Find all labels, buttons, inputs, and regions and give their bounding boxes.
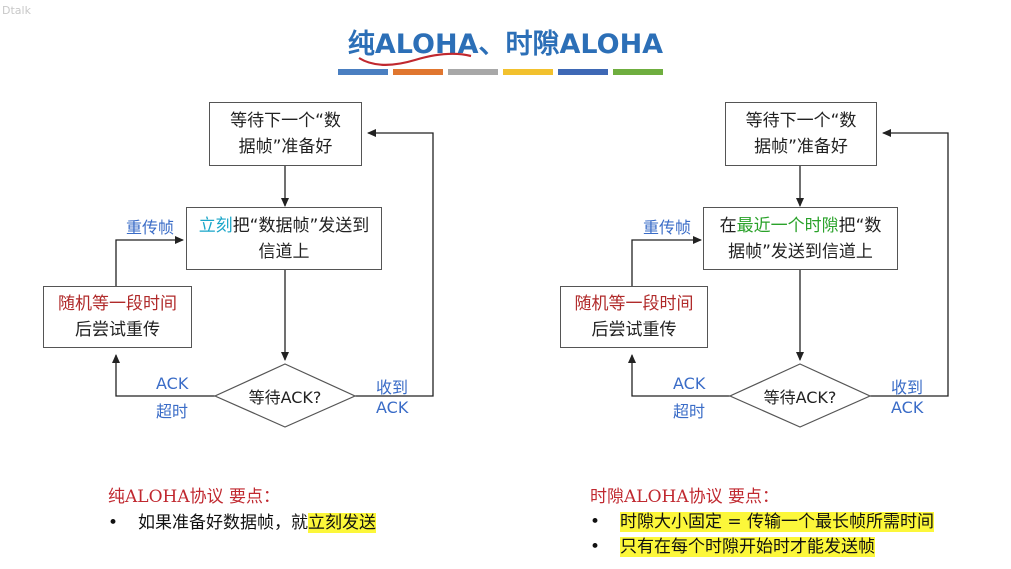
left-notes-title: 纯ALOHA协议 要点： (108, 487, 281, 507)
right-send-highlight: 最近一个时隙 (736, 215, 839, 236)
left-diamond-shape (213, 363, 357, 428)
left-random-line2: 后尝试重传 (75, 320, 160, 340)
watermark: Dtalk (2, 4, 31, 17)
left-ack-timeout-line2: 超时 (156, 402, 189, 421)
color-bar-blue (338, 69, 388, 75)
right-random-line1: 随机等一段时间 (574, 294, 694, 314)
left-ack-received-line2: ACK (376, 398, 409, 417)
right-send-prefix: 在 (719, 215, 737, 236)
bullet: • (590, 537, 601, 557)
left-notes-item1-text: 如果准备好数据帧，就 (138, 513, 308, 533)
left-ack-timeout-line1: ACK (156, 374, 189, 393)
color-bar-green (613, 69, 663, 75)
right-ack-received-line1: 收到 (891, 378, 924, 397)
right-diamond-shape (728, 363, 872, 428)
color-bar-gray (448, 69, 498, 75)
bullet: • (590, 512, 601, 532)
right-notes-item2-text: 只有在每个时隙开始时才能发送帧 (620, 537, 875, 557)
right-wait-frame-box: 等待下一个“数 据帧”准备好 (725, 102, 877, 166)
title-separator: 、 (478, 29, 506, 60)
left-send-highlight: 立刻 (198, 215, 233, 236)
right-ack-timeout-line2: 超时 (673, 402, 706, 421)
right-random-box: 随机等一段时间 后尝试重传 (560, 286, 708, 348)
right-notes-item1: • 时隙大小固定 = 传输一个最长帧所需时间 (590, 507, 935, 532)
color-bar-darkblue (558, 69, 608, 75)
right-random-line2: 后尝试重传 (591, 320, 677, 340)
title-underline-mark (358, 52, 472, 67)
left-retransmit-label: 重传帧 (126, 218, 175, 237)
bullet: • (108, 513, 119, 533)
right-wait-frame-line1: 等待下一个“数 (745, 111, 857, 131)
right-send-line2: 据帧”发送到信道上 (728, 241, 873, 262)
left-send-line2: 信道上 (258, 241, 310, 262)
left-notes-item1-highlight: 立刻发送 (308, 513, 376, 533)
left-random-line1: 随机等一段时间 (58, 294, 177, 314)
left-send-box: 立刻把“数据帧”发送到 信道上 (186, 207, 382, 270)
right-notes-item2: • 只有在每个时隙开始时才能发送帧 (590, 532, 875, 557)
left-send-rest: 把“数据帧”发送到 (232, 215, 370, 236)
right-wait-ack: 等待ACK? (763, 388, 837, 407)
left-random-box: 随机等一段时间 后尝试重传 (43, 286, 192, 348)
left-wait-frame-line2: 据帧”准备好 (238, 137, 333, 157)
right-notes-item1-text: 时隙大小固定 = 传输一个最长帧所需时间 (620, 512, 935, 532)
right-notes-title: 时隙ALOHA协议 要点： (590, 487, 780, 507)
color-bar-yellow (503, 69, 553, 75)
right-retransmit-label: 重传帧 (643, 218, 692, 237)
title-part2: 时隙ALOHA (505, 29, 664, 60)
right-send-box: 在最近一个时隙把“数 据帧”发送到信道上 (703, 207, 898, 270)
left-wait-ack: 等待ACK? (248, 388, 322, 407)
right-ack-received-line2: ACK (891, 398, 924, 417)
right-ack-timeout-line1: ACK (673, 374, 706, 393)
left-wait-frame-box: 等待下一个“数 据帧”准备好 (209, 102, 362, 166)
color-bar-orange (393, 69, 443, 75)
left-notes-item1: • 如果准备好数据帧，就立刻发送 (108, 508, 376, 533)
right-send-rest: 把“数 (838, 215, 882, 236)
left-ack-received-line1: 收到 (376, 378, 409, 397)
left-wait-frame-line1: 等待下一个“数 (230, 111, 341, 131)
right-wait-frame-line2: 据帧”准备好 (754, 137, 848, 157)
